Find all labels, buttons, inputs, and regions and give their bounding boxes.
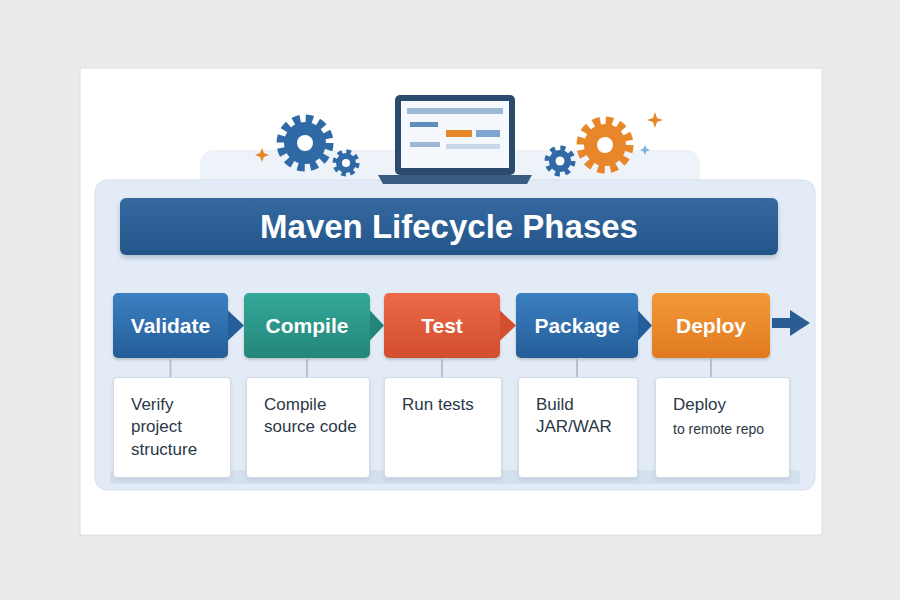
gear-hole <box>342 159 350 167</box>
phase-name: Validate <box>131 314 210 338</box>
diagram-title: Maven Lifecycle Phases <box>260 208 638 246</box>
phase-description: Verify project structure <box>131 394 222 461</box>
connector-line <box>441 358 443 377</box>
phase-description: Run tests <box>402 394 493 416</box>
sparkle <box>647 112 663 128</box>
gear-hole <box>556 157 565 166</box>
gear <box>549 150 571 172</box>
gear-teeth <box>581 121 629 169</box>
description-box: Verify project structure <box>113 377 231 478</box>
description-box: Deploy to remote repo <box>655 377 790 478</box>
phase-description: Compile source code <box>264 394 361 439</box>
gear-teeth <box>335 152 357 174</box>
screen-bar <box>407 108 503 114</box>
sparkle <box>255 148 269 162</box>
screen-block <box>476 130 500 137</box>
sparkle <box>640 145 650 155</box>
screen-line <box>410 122 438 127</box>
flow-chevron <box>228 311 244 341</box>
flow-chevron <box>638 311 652 341</box>
description-box: Build JAR/WAR <box>518 377 638 478</box>
phase-name: Deploy <box>676 314 746 338</box>
connector-line <box>576 358 578 377</box>
screen-line <box>410 142 440 147</box>
gear-hole <box>297 135 313 151</box>
screen-line <box>446 144 500 149</box>
phase-description: Build JAR/WAR <box>536 394 629 439</box>
phase-box: Validate <box>113 293 228 358</box>
panel <box>95 180 815 490</box>
connector-line <box>306 358 308 377</box>
title-banner: Maven Lifecycle Phases <box>120 198 778 255</box>
phase-box: Deploy <box>652 293 770 358</box>
gear-hole <box>597 137 613 153</box>
screen-block <box>446 130 472 137</box>
flow-chevron <box>500 311 516 341</box>
phase-name: Compile <box>266 314 349 338</box>
description-box: Run tests <box>384 377 502 478</box>
card <box>80 68 822 535</box>
gear <box>336 153 356 173</box>
laptop-screen <box>401 101 509 168</box>
flow-chevron <box>370 311 384 341</box>
description-box: Compile source code <box>246 377 370 478</box>
laptop-screen-frame <box>395 95 515 175</box>
gear-teeth <box>547 148 573 174</box>
flow-arrow-head <box>790 310 810 336</box>
gear <box>584 124 626 166</box>
connector-line <box>710 358 712 377</box>
phase-description: to remote repo <box>673 420 781 438</box>
laptop-base <box>378 175 532 184</box>
phase-box: Compile <box>244 293 370 358</box>
gear-teeth <box>281 119 329 167</box>
connector-line <box>170 358 172 377</box>
phase-box: Package <box>516 293 638 358</box>
gear <box>284 122 326 164</box>
phase-name: Test <box>421 314 463 338</box>
phase-description: Deploy <box>673 394 781 416</box>
flow-arrow-shaft <box>772 318 792 328</box>
phase-name: Package <box>534 314 619 338</box>
phase-box: Test <box>384 293 500 358</box>
